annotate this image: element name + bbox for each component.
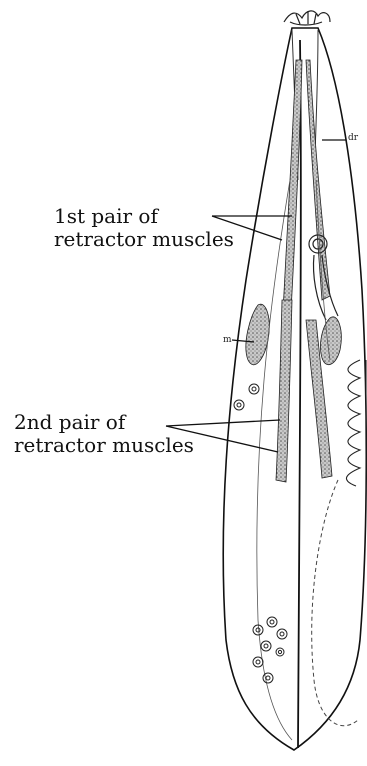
label-first-pair-retractor: 1st pair of retractor muscles [54,205,234,251]
tentacle-crown [284,11,330,25]
label-first-pair-line2: retractor muscles [54,228,234,251]
coelomic-eggs-upper [234,384,259,410]
label-m: m [223,335,232,345]
first-retractor-muscle-right [306,60,330,300]
label-dr: dr [348,133,358,143]
second-retractor-muscle-left [276,300,292,482]
first-retractor-muscle-left [282,60,302,332]
label-second-pair-line1: 2nd pair of [14,411,194,434]
nephridium-left [246,304,269,365]
gut-dashed-outline [312,480,358,726]
nephridium-right [320,317,341,365]
label-second-pair-retractor: 2nd pair of retractor muscles [14,411,194,457]
label-second-pair-line2: retractor muscles [14,434,194,457]
label-first-pair-line1: 1st pair of [54,205,234,228]
spiral-gut [346,360,366,490]
